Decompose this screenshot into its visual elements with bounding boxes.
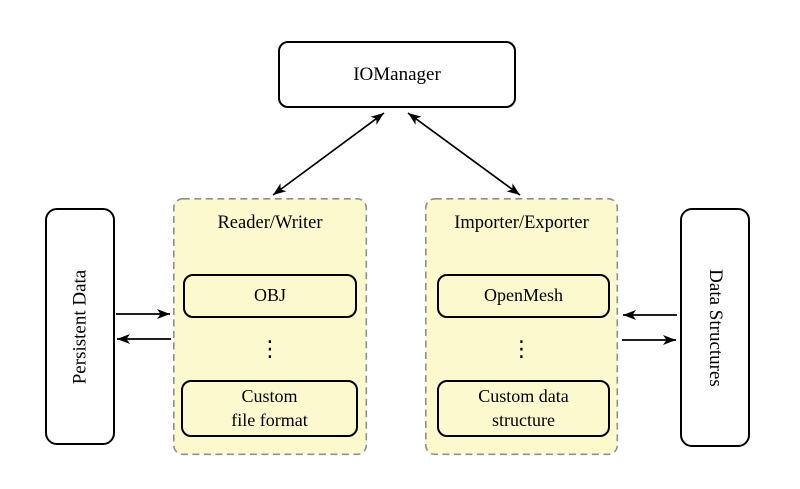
- obj-node: OBJ: [183, 274, 357, 318]
- obj-label: OBJ: [253, 285, 286, 306]
- data-structures-node: Data Structures: [680, 208, 750, 447]
- custom-file-format-line2: file format: [231, 409, 308, 430]
- custom-file-format-node: Custom file format: [181, 380, 358, 437]
- persistent-data-label: Persistent Data: [69, 269, 91, 384]
- openmesh-node: OpenMesh: [437, 274, 610, 318]
- importer-exporter-title: Importer/Exporter: [454, 213, 589, 233]
- reader-writer-container: Reader/Writer OBJ ⋮ Custom file format: [173, 198, 367, 455]
- arrow-iomanager-importerexporter: [407, 112, 521, 196]
- reader-writer-ellipsis: ⋮: [259, 336, 281, 362]
- custom-data-structure-line2: structure: [492, 409, 555, 430]
- iomanager-label: IOManager: [353, 63, 441, 85]
- data-structures-label: Data Structures: [705, 268, 726, 387]
- custom-file-format-line1: Custom: [241, 386, 298, 407]
- importer-exporter-container: Importer/Exporter OpenMesh ⋮ Custom data…: [425, 198, 618, 455]
- custom-data-structure-node: Custom data structure: [437, 380, 610, 437]
- openmesh-label: OpenMesh: [484, 285, 563, 306]
- custom-data-structure-line1: Custom data: [478, 386, 569, 407]
- iomanager-node: IOManager: [278, 41, 516, 108]
- arrow-iomanager-readerwriter: [272, 112, 385, 196]
- reader-writer-title: Reader/Writer: [217, 213, 323, 233]
- persistent-data-node: Persistent Data: [45, 208, 115, 445]
- importer-exporter-ellipsis: ⋮: [510, 336, 533, 362]
